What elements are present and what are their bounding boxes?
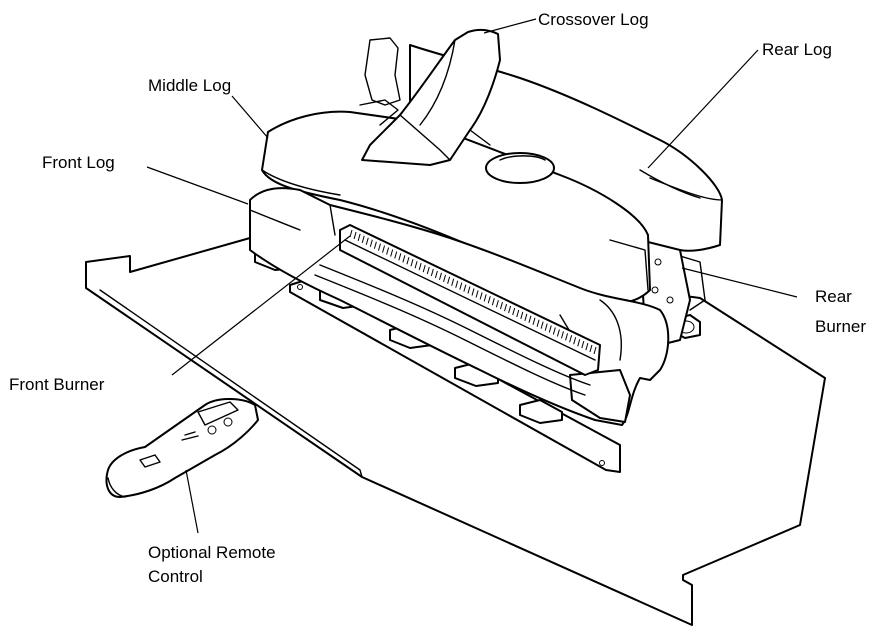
remote-control-label-line1: Optional Remote	[148, 543, 276, 562]
rear-log-leader	[647, 49, 759, 169]
burner-port	[434, 270, 438, 279]
burner-port	[524, 313, 528, 321]
burner-port	[382, 245, 386, 253]
burner-port	[495, 300, 499, 308]
burner-port	[459, 282, 463, 290]
burner-port	[487, 296, 491, 304]
burner-port	[349, 229, 353, 238]
burner-port	[443, 274, 447, 282]
burner-port	[475, 290, 479, 298]
burner-port	[516, 309, 520, 318]
crossover-log-leader	[483, 18, 537, 34]
burner-port	[504, 303, 508, 312]
burner-port	[499, 302, 503, 310]
leader-lines	[146, 18, 798, 534]
burner-port	[463, 284, 467, 292]
burner-port	[426, 266, 430, 275]
burner-port	[361, 235, 365, 243]
burner-port	[479, 292, 483, 300]
rear-log-label: Rear Log	[762, 40, 832, 59]
burner-port	[483, 294, 487, 302]
burner-port	[491, 298, 495, 306]
burner-port	[357, 233, 361, 242]
burner-port	[471, 288, 475, 296]
burner-port	[467, 286, 471, 294]
rear-burner-leader	[681, 267, 798, 298]
remote-control	[105, 398, 259, 498]
burner-port	[386, 247, 390, 255]
rear-burner-label-line1: Rear	[815, 287, 852, 306]
burner-port	[520, 311, 524, 320]
burner-port	[414, 261, 418, 269]
burner-port	[581, 341, 585, 349]
burner-port	[560, 331, 564, 339]
burner-port	[536, 319, 540, 327]
burner-port	[394, 251, 398, 259]
burner-port	[508, 305, 512, 314]
burner-port	[365, 237, 369, 245]
burner-port	[398, 253, 402, 261]
rear-burner-label-line2: Burner	[815, 317, 867, 336]
burner-port	[377, 243, 381, 251]
burner-port	[451, 278, 455, 286]
burner-port	[556, 329, 560, 337]
burner-port	[540, 321, 544, 329]
burner-port	[589, 344, 593, 353]
front-burner-label: Front Burner	[9, 375, 105, 394]
front-log-leader	[146, 166, 249, 205]
middle-log-label: Middle Log	[148, 76, 232, 95]
burner-port	[548, 325, 552, 333]
burner-port	[455, 280, 459, 288]
crossover-log-label: Crossover Log	[538, 10, 649, 29]
burner-port	[593, 346, 597, 355]
front-burner-leader	[171, 235, 351, 376]
front-burner	[314, 224, 601, 396]
burner-port	[532, 317, 536, 325]
burner-port	[369, 239, 373, 247]
burner-port	[577, 339, 581, 347]
remote-control-label-line2: Control	[148, 567, 203, 586]
burner-port	[373, 241, 377, 249]
burner-ports	[349, 229, 597, 355]
front-log-label: Front Log	[42, 153, 115, 172]
burner-port	[512, 307, 516, 316]
burner-port	[390, 249, 394, 257]
burner-port	[585, 342, 589, 351]
burner-port	[418, 263, 422, 271]
burner-port	[528, 315, 532, 323]
burner-port	[430, 268, 434, 277]
burner-port	[353, 231, 357, 240]
burner-port	[402, 255, 406, 263]
burner-port	[410, 259, 414, 267]
remote-control-leader	[185, 469, 199, 534]
middle-log-leader	[231, 95, 269, 139]
burner-port	[544, 323, 548, 331]
burner-port	[406, 257, 410, 265]
burner-port	[422, 264, 426, 273]
burner-port	[447, 276, 451, 284]
burner-port	[565, 333, 569, 341]
burner-port	[573, 337, 577, 345]
burner-port	[552, 327, 556, 335]
burner-port	[438, 272, 442, 281]
burner-port	[569, 335, 573, 343]
